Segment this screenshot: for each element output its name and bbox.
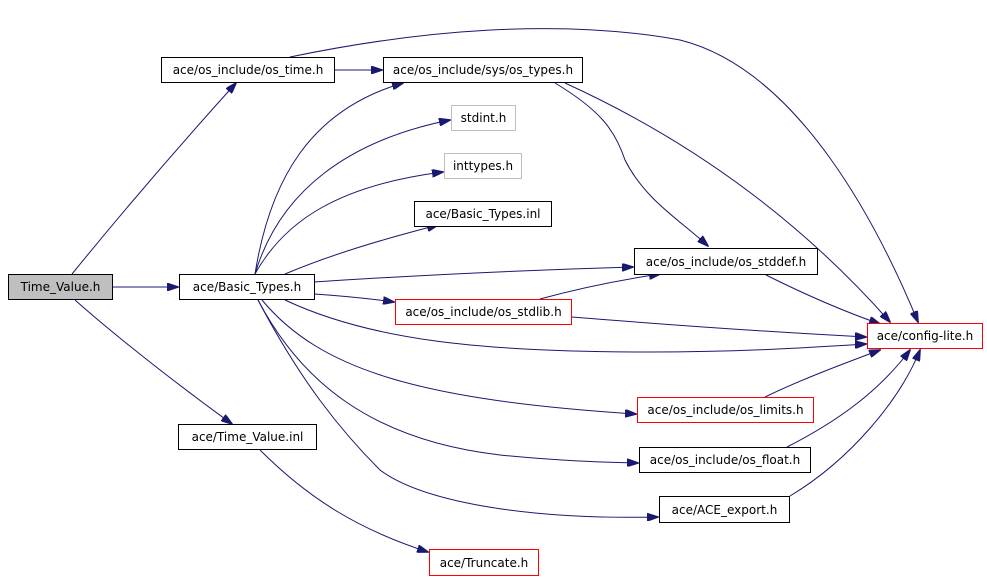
- edge-basic-types-to-basic-types-inl: [284, 225, 438, 275]
- edge-ace-export-to-config-lite: [789, 350, 920, 497]
- edge-basic-types-to-ace-export: [257, 299, 658, 517]
- node-basic-types-h[interactable]: ace/Basic_Types.h: [179, 274, 315, 300]
- node-os-stddef-h[interactable]: ace/os_include/os_stddef.h: [634, 248, 818, 275]
- node-ace-export-h[interactable]: ace/ACE_export.h: [659, 496, 790, 523]
- edge-os-stddef-to-config-lite: [765, 274, 880, 324]
- edge-os-float-to-config-lite: [786, 350, 910, 448]
- edge-time-value-inl-to-truncate: [259, 449, 428, 552]
- edge-os-stdlib-to-config-lite: [571, 316, 866, 337]
- edge-sys-os-types-to-os-stddef: [554, 82, 708, 246]
- edge-basic-types-to-sys-os-types: [254, 83, 403, 275]
- edge-time-value-to-os-time: [71, 83, 236, 275]
- node-time-value-h: Time_Value.h: [8, 274, 113, 300]
- edge-basic-types-to-inttypes: [254, 172, 443, 275]
- edge-basic-types-to-config-lite: [284, 299, 866, 353]
- node-os-float-h[interactable]: ace/os_include/os_float.h: [639, 447, 811, 473]
- edge-os-limits-to-config-lite: [764, 350, 880, 398]
- node-os-stdlib-h[interactable]: ace/os_include/os_stdlib.h: [395, 299, 572, 325]
- node-os-limits-h[interactable]: ace/os_include/os_limits.h: [637, 397, 814, 423]
- node-stdint-h: stdint.h: [451, 105, 516, 131]
- edge-basic-types-to-stdint: [254, 120, 450, 275]
- edge-os-stdlib-to-os-stddef: [539, 274, 660, 300]
- edge-basic-types-to-os-stdlib: [313, 293, 394, 302]
- node-os-time-h[interactable]: ace/os_include/os_time.h: [161, 57, 335, 83]
- node-truncate-h[interactable]: ace/Truncate.h: [429, 549, 539, 576]
- node-config-lite-h[interactable]: ace/config-lite.h: [867, 323, 983, 349]
- edge-time-value-to-time-value-inl: [74, 299, 232, 424]
- node-time-value-inl[interactable]: ace/Time_Value.inl: [178, 424, 317, 450]
- edge-basic-types-to-os-limits: [261, 299, 636, 414]
- edge-basic-types-to-os-stddef: [313, 267, 633, 283]
- node-basic-types-inl[interactable]: ace/Basic_Types.inl: [414, 201, 552, 227]
- node-sys-os-types-h[interactable]: ace/os_include/sys/os_types.h: [383, 57, 583, 83]
- edge-os-time-to-config-lite: [289, 28, 918, 322]
- node-inttypes-h: inttypes.h: [444, 153, 522, 179]
- edge-sys-os-types-to-config-lite: [564, 82, 890, 322]
- edge-basic-types-to-os-float: [257, 299, 638, 463]
